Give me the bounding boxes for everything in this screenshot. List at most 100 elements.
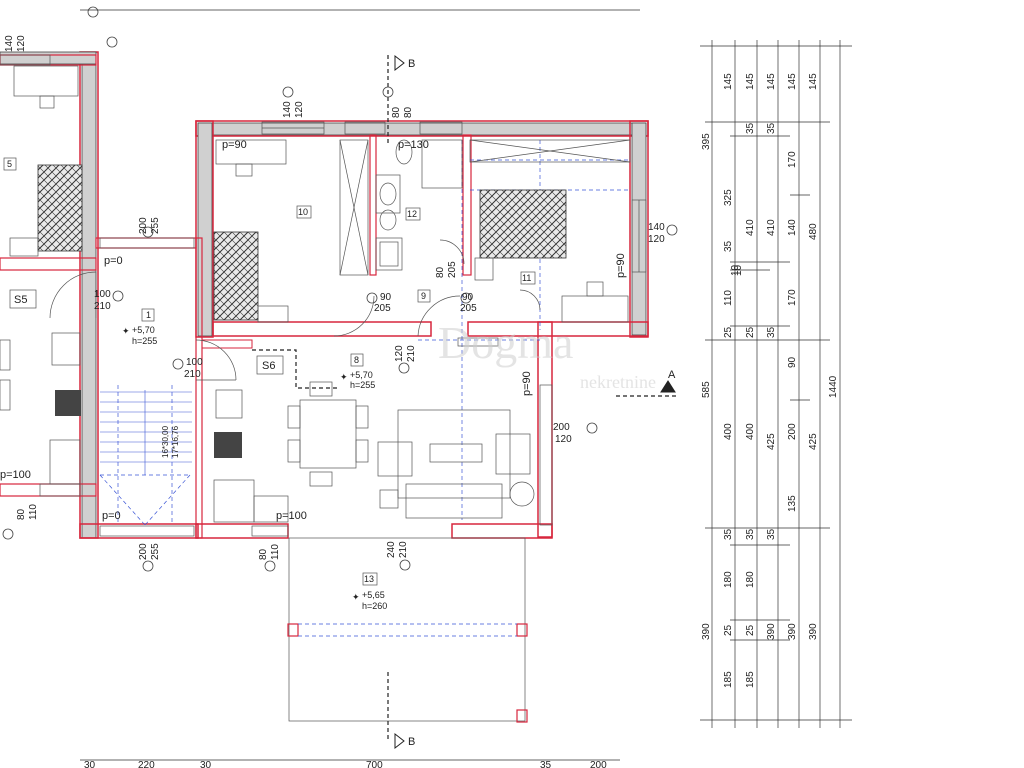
staircase [100,390,192,475]
dim-value: 220 [138,760,155,768]
room-code-s5: S5 [14,294,27,306]
opening-height: 80 [403,106,414,118]
room-number-5: 5 [7,159,12,169]
opening-height: 210 [398,541,409,558]
dim-value-total: 1440 [828,375,839,398]
opening-height: 120 [294,101,305,118]
opening-width: 80 [258,548,269,560]
dim-value: 110 [723,290,734,306]
dim-value: 35 [745,528,756,540]
dim-value: 180 [745,571,756,588]
room-number-11: 11 [522,273,531,283]
dim-value: 25 [723,624,734,636]
room-number-12: 12 [407,209,417,219]
dim-value: 390 [787,623,798,640]
dim-value: 585 [701,381,712,398]
furniture [0,65,631,523]
room-code-s6: S6 [262,360,275,372]
dim-value: 400 [745,423,756,440]
parapet-label: p=90 [521,371,533,396]
dim-value: 10 [733,264,744,276]
parapet-label: p=100 [0,469,31,481]
level-height: h=255 [132,336,157,346]
opening-width: 140 [648,222,665,233]
opening-height: 110 [270,544,281,560]
dim-value: 185 [723,671,734,688]
dim-value: 395 [701,133,712,150]
dim-value: 145 [745,73,756,90]
parapet-label: p=130 [398,139,429,151]
dim-value: 25 [723,326,734,338]
room-number-8: 8 [354,355,359,365]
dim-value: 145 [787,73,798,90]
walls [0,51,649,723]
dashed-lines [99,55,676,740]
dim-value: 400 [723,423,734,440]
opening-height: 110 [28,504,39,520]
dim-value: 325 [723,189,734,206]
opening-height: 205 [460,303,477,314]
level-elev: +5,70 [350,370,373,380]
dim-value: 425 [808,433,819,450]
level-elev: +5,65 [362,590,385,600]
room-number-9: 9 [421,291,426,301]
opening-width: 240 [386,541,397,558]
dim-value: 170 [787,289,798,306]
dim-value: 25 [745,326,756,338]
parapet-label: p=100 [276,510,307,522]
opening-width: 140 [282,101,293,118]
opening-width: 80 [435,266,446,278]
section-mark-right: A [668,369,676,381]
section-arrows [394,54,676,750]
dim-value: 35 [766,528,777,540]
parapet-label: p=90 [222,139,247,151]
opening-width: 200 [138,543,149,560]
opening-width: 200 [553,422,570,433]
opening-width: 200 [138,217,149,234]
dim-value: 185 [745,671,756,688]
dim-value: 200 [787,423,798,440]
level-height: h=255 [350,380,375,390]
stairs-label: 17*16,76 [171,425,180,458]
dim-value: 135 [787,495,798,512]
level-marker-icon: ✦ [340,372,348,382]
level-marker-icon: ✦ [122,326,130,336]
opening-width: 100 [94,289,111,300]
windows [0,54,647,537]
dim-value: 200 [590,760,607,768]
dim-value: 410 [766,219,777,236]
dim-value: 390 [808,623,819,640]
level-height: h=260 [362,601,387,611]
parapet-label: p=90 [615,253,627,278]
opening-height: 210 [406,345,417,362]
room-number-1: 1 [146,310,151,320]
opening-width: 90 [380,292,392,303]
watermark-name: Dogma [438,317,573,368]
dim-value: 35 [540,760,552,768]
dim-value: 35 [745,122,756,134]
opening-markers [2,6,678,572]
dim-value: 10 [730,264,741,276]
dim-value: 410 [745,219,756,236]
opening-width: 120 [394,345,405,362]
dimension-columns [700,40,852,728]
opening-height: 210 [184,369,201,380]
dim-value: 140 [787,219,798,236]
opening-height: 205 [447,261,458,278]
dim-value: 35 [766,122,777,134]
level-marker-icon: ✦ [352,592,360,602]
dim-value: 35 [723,240,734,252]
opening-height: 255 [150,543,161,560]
dim-value: 170 [787,151,798,168]
opening-width: 90 [462,292,474,303]
dim-value: 30 [200,760,212,768]
dim-value: 700 [366,760,383,768]
watermark: Dogma nekretnine [438,317,656,392]
room-number-10: 10 [298,207,308,217]
dim-value: 480 [808,223,819,240]
opening-width: 80 [16,508,27,520]
opening-height: 210 [94,301,111,312]
opening-width: 140 [4,35,15,52]
dim-value: 145 [723,73,734,90]
